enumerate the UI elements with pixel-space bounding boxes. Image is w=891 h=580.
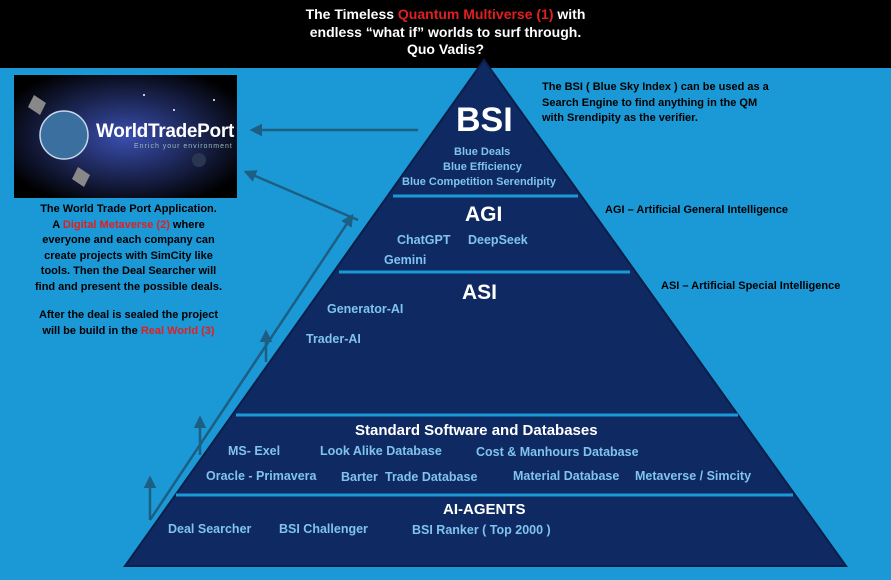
- agents-item: BSI Ranker ( Top 2000 ): [412, 523, 551, 537]
- pyramid-shape: [123, 58, 848, 567]
- software-item: Look Alike Database: [320, 444, 442, 458]
- bsi-note: The BSI ( Blue Sky Index ) can be used a…: [542, 81, 769, 124]
- planet-icon: [14, 75, 237, 198]
- software-item: MS- Exel: [228, 444, 281, 458]
- header-title: The Timeless Quantum Multiverse (1) with…: [305, 6, 586, 57]
- header-bar: [0, 0, 891, 68]
- left-note: The World Trade Port Application. A Digi…: [34, 203, 223, 337]
- bsi-title: BSI: [456, 101, 513, 139]
- world-trade-port-logo: WorldTradePort Enrich your environment: [14, 75, 237, 198]
- agi-note: AGI – Artificial General Intelligence: [605, 204, 788, 216]
- bsi-item: Blue Efficiency: [443, 161, 522, 173]
- software-item: Metaverse / Simcity: [635, 469, 752, 483]
- software-item: Trade Database: [385, 470, 478, 484]
- agents-item: BSI Challenger: [279, 522, 368, 536]
- agents-title: AI-AGENTS: [443, 501, 526, 518]
- arrow-diagonal: [148, 213, 354, 521]
- software-item: Oracle - Primavera: [206, 469, 317, 483]
- agi-title: AGI: [465, 203, 503, 226]
- agi-item: DeepSeek: [468, 233, 528, 247]
- asi-note: ASI – Artificial Special Intelligence: [661, 280, 841, 292]
- software-item: Barter: [341, 470, 378, 484]
- asi-title: ASI: [462, 281, 498, 304]
- software-item: Cost & Manhours Database: [476, 445, 639, 459]
- logo-title: WorldTradePort: [96, 121, 234, 142]
- asi-item: Generator-AI: [327, 302, 404, 316]
- asi-item: Trader-AI: [306, 332, 361, 346]
- software-title: Standard Software and Databases: [355, 422, 598, 439]
- quantum-multiverse-highlight: Quantum Multiverse (1): [397, 6, 554, 22]
- agents-item: Deal Searcher: [168, 522, 252, 536]
- connector-arrows: [143, 123, 418, 521]
- logo-tagline: Enrich your environment: [134, 143, 233, 150]
- arrow-agi-to-logo: [243, 170, 359, 222]
- bsi-item: Blue Competition Serendipity: [402, 176, 557, 188]
- agi-item: ChatGPT: [397, 233, 451, 247]
- agi-item: Gemini: [384, 253, 427, 267]
- software-item: Material Database: [513, 469, 620, 483]
- bsi-item: Blue Deals: [454, 146, 511, 158]
